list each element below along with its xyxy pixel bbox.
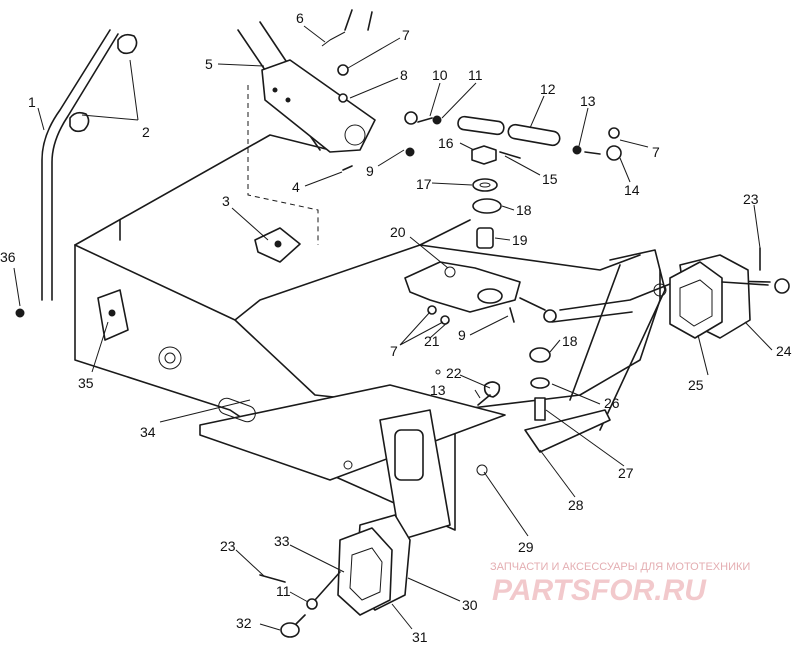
callout-11-top: 11 [468,67,483,83]
callout-34: 34 [140,424,156,440]
callout-23-right: 23 [743,191,759,207]
callout-22: 22 [446,365,462,381]
callout-23-left: 23 [220,538,236,554]
callout-labels: 1 2 3 4 5 6 7 8 9 10 11 12 13 7 14 15 16… [0,10,792,645]
callout-6: 6 [296,10,304,26]
callout-18-mid: 18 [562,333,578,349]
bracket-35 [97,289,129,341]
tie-rod-assembly [321,31,622,171]
callout-1: 1 [28,94,36,110]
callout-5: 5 [205,56,213,72]
callout-7-top: 7 [402,27,410,43]
callout-32: 32 [236,615,252,631]
callout-36: 36 [0,249,16,265]
callout-21: 21 [424,333,440,349]
callout-31: 31 [412,629,428,645]
callout-35: 35 [78,375,94,391]
callout-26: 26 [604,395,620,411]
callout-20: 20 [390,224,406,240]
callout-16: 16 [438,135,454,151]
callout-7-right: 7 [652,144,660,160]
callout-30: 30 [462,597,478,613]
callout-17: 17 [416,176,432,192]
hardware-small [15,227,301,318]
spindle-left [259,514,411,638]
watermark: ЗАПЧАСТИ И АКСЕССУАРЫ ДЛЯ МОТОТЕХНИКИ PA… [490,561,750,607]
callout-4: 4 [292,179,300,195]
callout-28: 28 [568,497,584,513]
callout-3: 3 [222,193,230,209]
steering-post-5 [237,9,376,245]
pivot-stack [471,145,502,249]
callout-19: 19 [512,232,528,248]
callout-2: 2 [142,124,150,140]
callout-24: 24 [776,343,792,359]
callout-25: 25 [688,377,704,393]
pivot-plate-20 [404,261,557,325]
watermark-subtitle: ЗАПЧАСТИ И АКСЕССУАРЫ ДЛЯ МОТОТЕХНИКИ [490,561,750,573]
callout-12: 12 [540,81,556,97]
callout-27: 27 [618,465,634,481]
callout-8: 8 [400,67,408,83]
skid-plate-34 [199,384,506,481]
callout-9-mid: 9 [458,327,466,343]
leader-lines [13,25,773,631]
callout-29: 29 [518,539,534,555]
front-lower-structure [343,409,488,541]
clips-2 [69,33,138,133]
steering-column-1 [41,29,119,301]
callout-13-mid: 13 [430,382,446,398]
callout-33: 33 [274,533,290,549]
callout-10: 10 [432,67,448,83]
watermark-logo: PARTSFOR.RU [492,574,707,607]
callout-7-mid: 7 [390,343,398,359]
callout-14: 14 [624,182,640,198]
callout-13-top: 13 [580,93,596,109]
callout-11-bottom: 11 [276,583,291,599]
spindle-right [669,247,790,339]
center-bracket [477,347,611,453]
callout-15: 15 [542,171,558,187]
callout-18-top: 18 [516,202,532,218]
callout-9-top: 9 [366,163,374,179]
